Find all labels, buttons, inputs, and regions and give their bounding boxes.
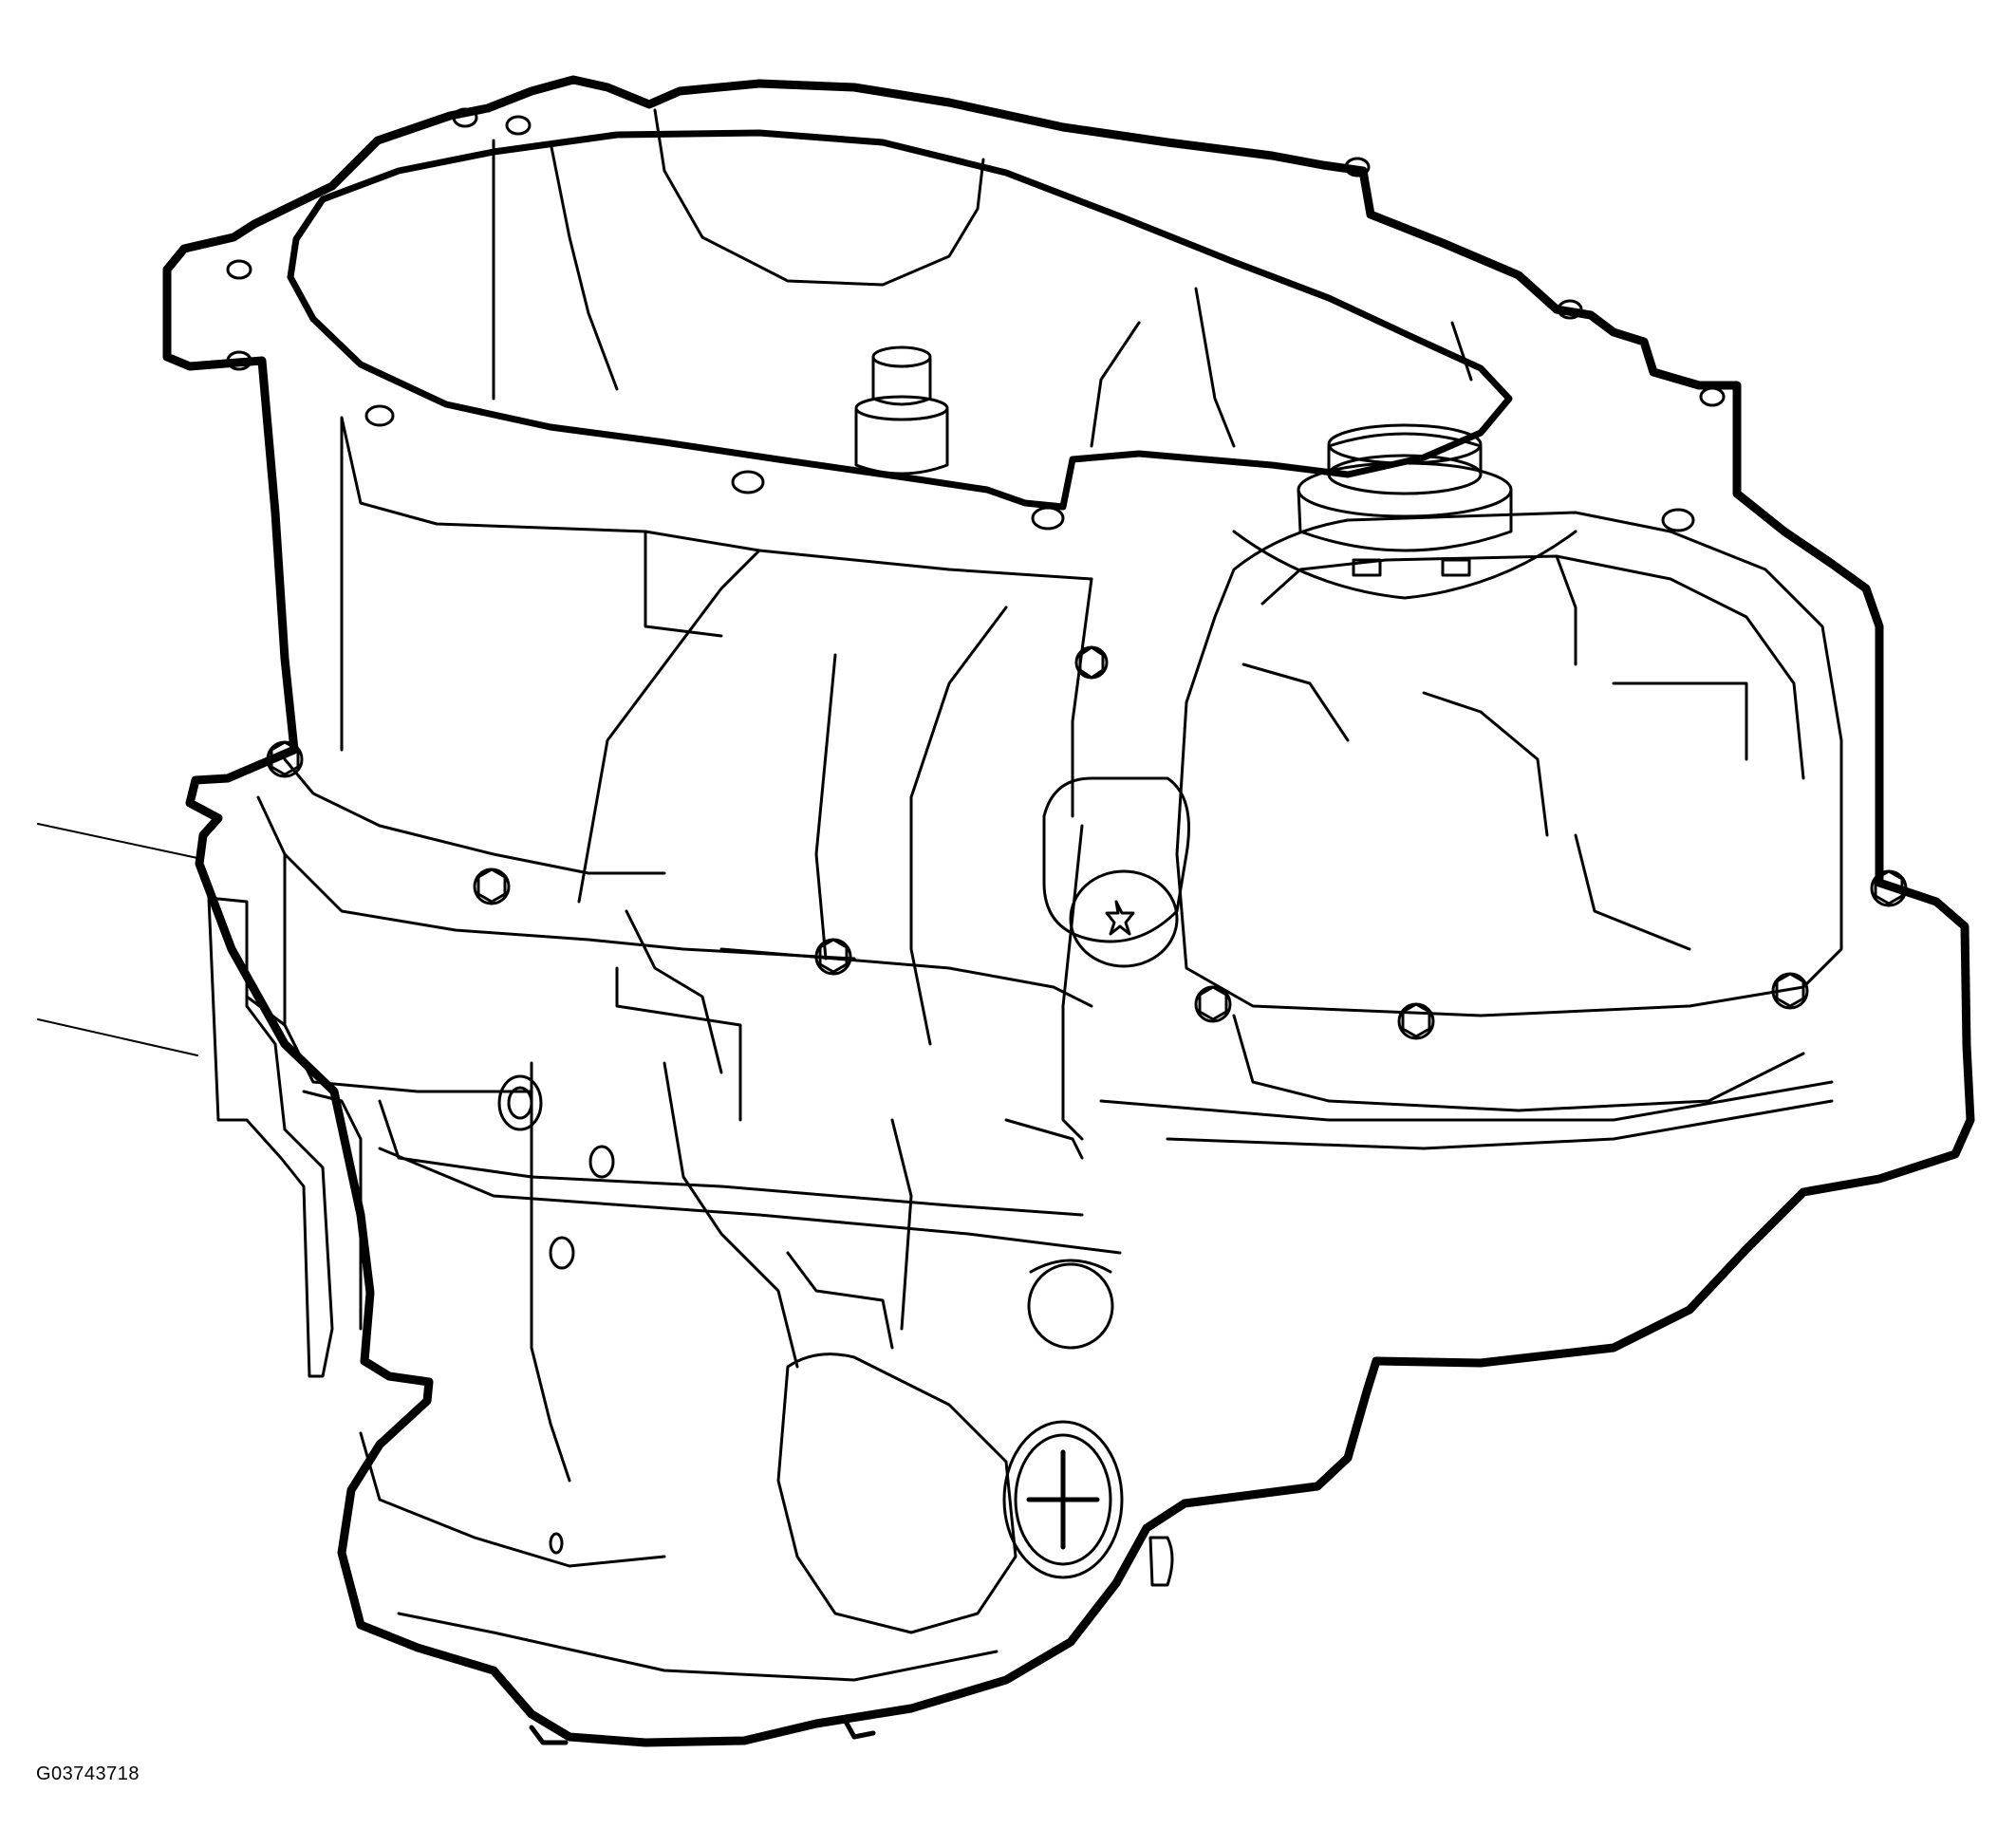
bottom-feet (529, 1717, 876, 1745)
housing-outline (162, 75, 1975, 1747)
case-bolts (266, 645, 1908, 1040)
filler-plug (776, 1353, 1174, 1634)
bell-housing (287, 108, 1513, 511)
bolt (814, 938, 852, 976)
bolt (1194, 985, 1232, 1023)
figure-id-label: G03743718 (36, 1763, 140, 1784)
bolt (266, 740, 304, 778)
torx-plug (1042, 776, 1190, 968)
bolt (1074, 645, 1109, 680)
shift-bracket (207, 896, 363, 1378)
leader-lines (37, 823, 198, 1056)
flange-holes (226, 107, 1726, 532)
side-cover (1175, 511, 1843, 1112)
case-body (256, 416, 1834, 1255)
input-shaft (854, 345, 949, 476)
bolt (1771, 972, 1809, 1010)
bolt (1397, 1002, 1435, 1040)
bolt (473, 868, 511, 905)
lower-housing (359, 1061, 999, 1682)
bolt (1870, 869, 1908, 907)
drain-plug (1027, 1259, 1114, 1350)
differential-cap (1232, 423, 1577, 600)
